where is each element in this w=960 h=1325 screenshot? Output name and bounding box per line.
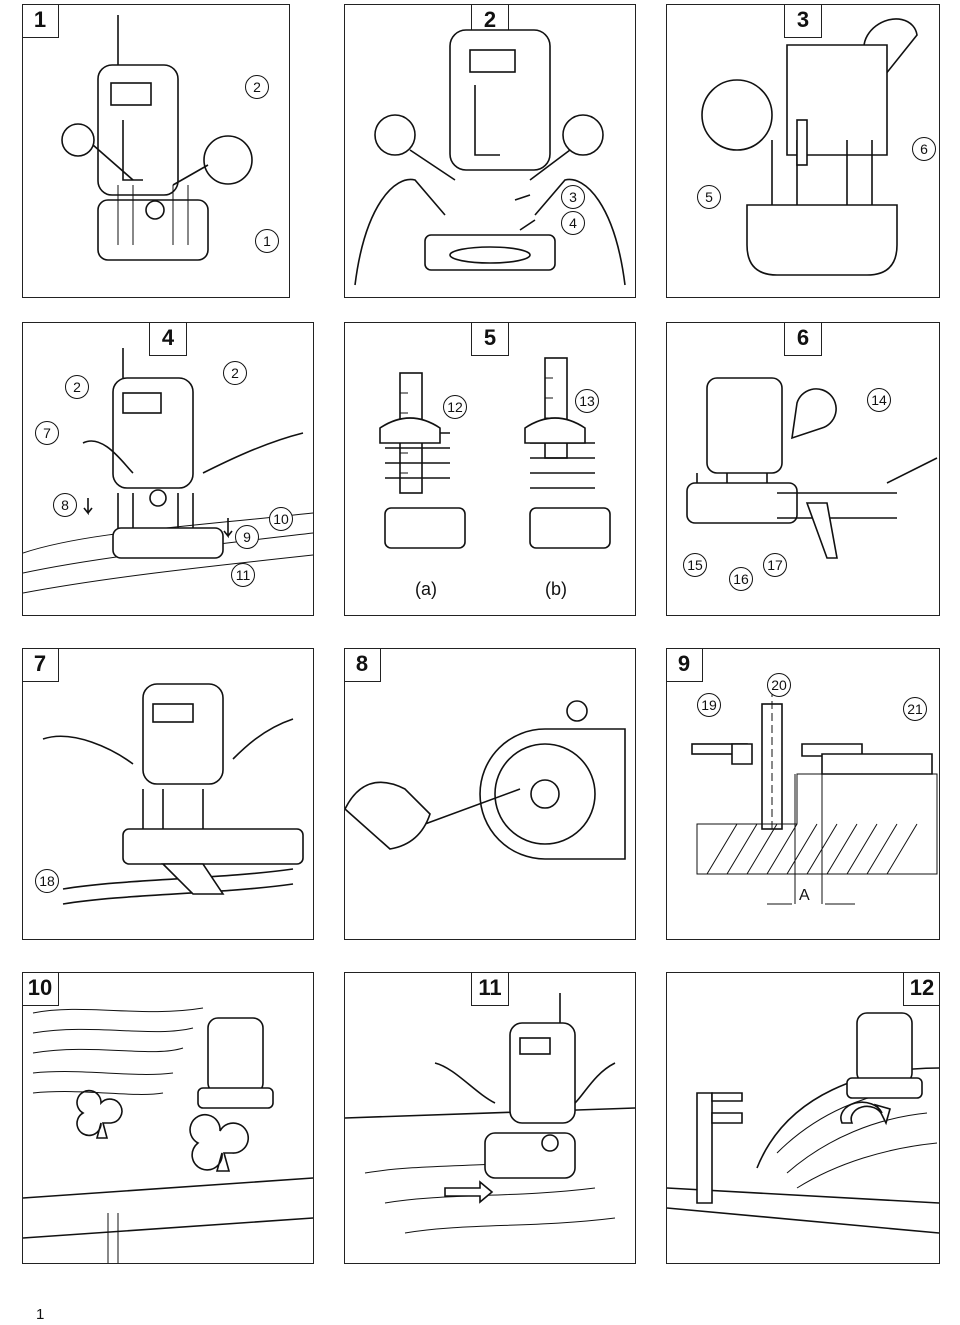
label-dimension-a: A [799,887,810,904]
panel-number: 5 [471,323,509,356]
callout-2-right: 2 [223,361,247,385]
callout-20: 20 [767,673,791,697]
router-with-guide-illustration [42,683,304,905]
router-illustration [61,15,253,261]
panel-number: 7 [23,649,59,682]
callout-12: 12 [443,395,467,419]
label-b: (b) [545,579,567,599]
callout-14: 14 [867,388,891,412]
page-number: 1 [36,1306,45,1323]
callout-9: 9 [235,525,259,549]
screwdriver-adjust-illustration [345,700,626,860]
plunge-illustration [23,348,313,594]
figure-panel-1: 1 2 1 [22,4,290,298]
figure-panel-6: 6 14 15 16 17 [666,322,940,616]
callout-11: 11 [231,563,255,587]
callout-6: 6 [912,137,936,161]
straight-guide-illustration [686,377,938,559]
callout-2-left: 2 [65,375,89,399]
callout-4: 4 [561,211,585,235]
figure-panel-7: 7 18 [22,648,314,940]
template-routing-illustration [23,1007,313,1263]
callout-7: 7 [35,421,59,445]
panel-number: 9 [667,649,703,682]
figure-panel-8: 8 [344,648,636,940]
figure-panel-4: 4 2 2 7 8 10 9 11 [22,322,314,616]
panel-number: 4 [149,323,187,356]
callout-16: 16 [729,567,753,591]
template-guide-section-diagram [691,689,938,905]
panel-number: 3 [784,5,822,38]
panel-number: 8 [345,649,381,682]
figure-panel-5: 5 12 13 (a) (b) [344,322,636,616]
figure-panel-9: 9 20 19 21 A [666,648,940,940]
panel-number: 11 [471,973,509,1006]
label-a: (a) [415,579,437,599]
clamped-edge-routing-illustration [667,1012,939,1234]
callout-15: 15 [683,553,707,577]
callout-8: 8 [53,493,77,517]
callout-2: 2 [245,75,269,99]
figure-panel-3: 3 6 5 [666,4,940,298]
panel-number: 1 [23,5,59,38]
callout-21: 21 [903,697,927,721]
depth-adjustment-illustration [701,18,918,276]
callout-18: 18 [35,869,59,893]
callout-17: 17 [763,553,787,577]
callout-19: 19 [697,693,721,717]
callout-3: 3 [561,185,585,209]
figure-panel-10: 10 [22,972,314,1264]
callout-1: 1 [255,229,279,253]
callout-5: 5 [697,185,721,209]
callout-13: 13 [575,389,599,413]
router-base-illustration [354,29,626,286]
panel-number: 12 [903,973,939,1006]
figure-panel-2: 2 3 4 [344,4,636,298]
panel-number: 6 [784,323,822,356]
figure-panel-11: 11 [344,972,636,1264]
callout-10: 10 [269,507,293,531]
routing-direction-illustration [345,993,635,1234]
panel-number: 10 [23,973,59,1006]
depth-scale-illustration [379,357,611,549]
figure-panel-12: 12 [666,972,940,1264]
